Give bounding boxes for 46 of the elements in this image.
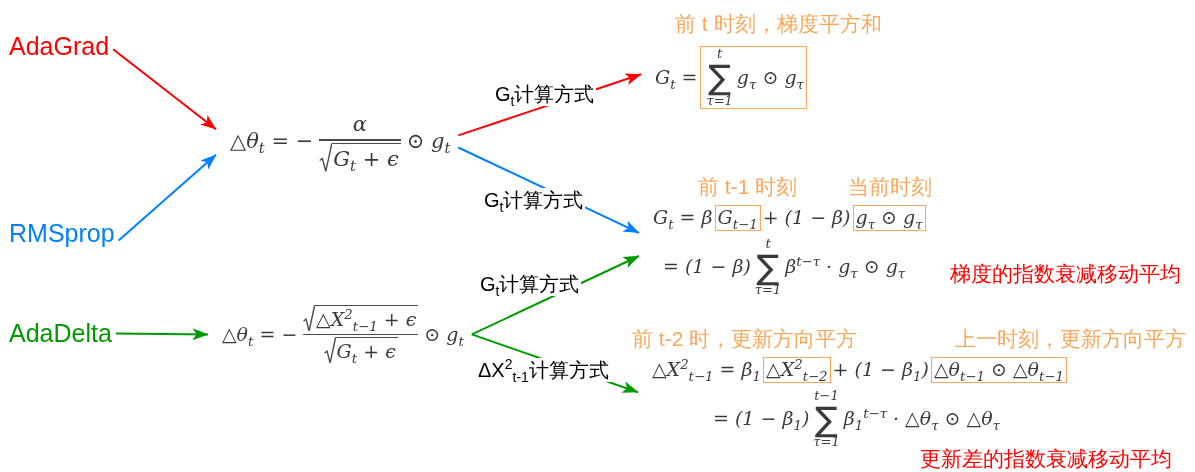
annotation: 当前时刻 xyxy=(848,175,932,200)
arrow xyxy=(114,328,209,341)
formula-text: G$_{t}$ + ϵ xyxy=(335,337,398,364)
annotation: 更新差的指数衰减移动平均 xyxy=(920,447,1172,472)
formula-text: β$_{1}$$^{t−τ}$ · △θ$_{τ}$ ⊙ △θ$_{τ}$ xyxy=(843,407,1000,432)
formula-text: △θ$_{t−1}$ ⊙ △θ$_{t−1}$ xyxy=(933,358,1064,382)
formula-text: △X$^{2}$$_{t−1}$ + ϵ xyxy=(315,305,419,332)
formula-text: g$_{τ}$ ⊙ g$_{τ}$ xyxy=(736,65,804,90)
summation-sign: ∑ xyxy=(756,251,780,284)
edge-label: G$_{t}$计算方式 xyxy=(482,188,586,212)
highlight-box xyxy=(699,46,807,109)
formula-text: G$_{t}$ = β xyxy=(653,206,713,230)
formula-text: = (1 − β) xyxy=(663,255,751,280)
algorithm-name: AdaDelta xyxy=(5,319,116,348)
formula-text: β$^{t−τ}$ · g$_{τ}$ ⊙ g$_{τ}$ xyxy=(785,255,906,280)
algorithm-name: AdaGrad xyxy=(5,32,114,61)
arrow xyxy=(112,48,217,131)
formula-text: G$_{t}$ + ϵ xyxy=(332,142,401,172)
formula-text: G$_{t}$ = xyxy=(655,65,698,90)
formula-text: + (1 − β$_{1}$) xyxy=(832,358,929,382)
sum-limit: τ=1 xyxy=(754,283,782,298)
formula-text: ⊙ g$_{t}$ xyxy=(424,322,464,347)
annotation: 前 t 时刻，梯度平方和 xyxy=(675,12,882,37)
sum-limit: t−1 xyxy=(814,388,839,404)
algorithm-name: RMSprop xyxy=(5,219,119,248)
sum-limit: t xyxy=(765,236,771,252)
summation-sign: ∑ xyxy=(815,403,838,436)
annotation: 前 t-1 时刻 xyxy=(698,175,798,200)
formula-text: △θ$_{t}$ = − xyxy=(222,322,298,347)
edge-label: ΔX$^{2}$$_{t-1}$计算方式 xyxy=(476,358,611,382)
formula-text: G$_{t−1}$ xyxy=(717,206,758,230)
formula-text: α xyxy=(352,111,368,138)
annotation: 梯度的指数衰减移动平均 xyxy=(950,262,1181,287)
formula-text: △X$^{2}$$_{t−1}$ = β$_{1}$ xyxy=(652,358,761,382)
sum-limit: t xyxy=(717,47,723,62)
arrow xyxy=(117,153,217,242)
edge-label: G$_{t}$计算方式 xyxy=(478,272,582,296)
annotation: 上一时刻，更新方向平方 xyxy=(955,327,1186,352)
formula-text: △θ$_{t}$ = − xyxy=(230,128,314,155)
edge-label: G$_{t}$计算方式 xyxy=(493,82,597,106)
formula-text: + (1 − β) xyxy=(762,206,851,230)
formula-text: g$_{τ}$ ⊙ g$_{τ}$ xyxy=(855,206,923,230)
annotation: 前 t-2 时，更新方向平方 xyxy=(632,327,858,352)
summation-sign: ∑ xyxy=(708,61,732,94)
formula-text: = (1 − β$_{1}$) xyxy=(713,407,810,432)
formula-text: ⊙ g$_{t}$ xyxy=(406,128,451,155)
